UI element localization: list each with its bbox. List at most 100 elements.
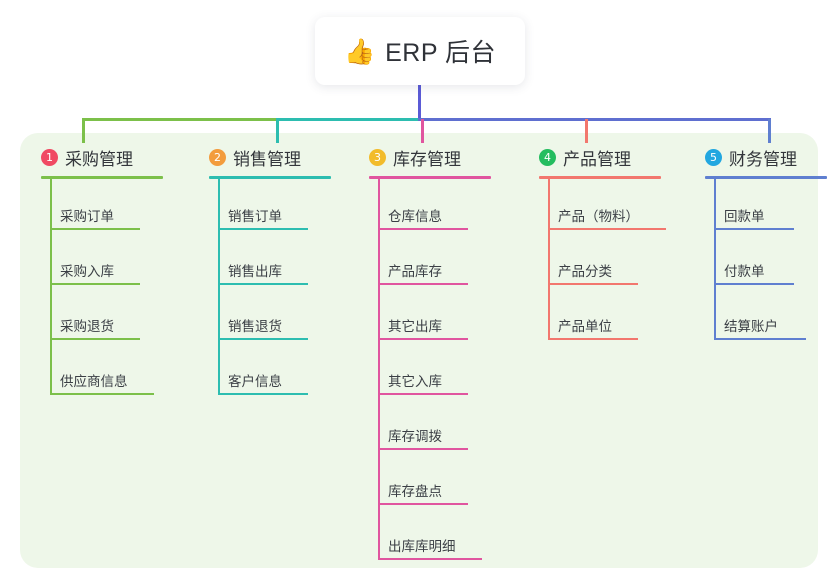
branch-item[interactable]: 结算账户	[692, 289, 839, 344]
branch-title: 销售管理	[233, 149, 301, 169]
branch-item-label: 出库库明细	[388, 539, 456, 554]
branch-item-rule	[714, 283, 794, 285]
branch-column-2: 2 销售管理销售订单销售出库销售退货客户信息	[196, 144, 356, 399]
branch-number-badge: 4	[539, 148, 556, 166]
branch-item-label: 回款单	[724, 209, 765, 224]
branch-item-label: 采购入库	[60, 264, 114, 279]
branch-header-5[interactable]: 5 财务管理	[692, 144, 839, 170]
branch-number-badge: 1	[41, 148, 58, 166]
branch-item[interactable]: 回款单	[692, 179, 839, 234]
diagram-background-panel	[20, 133, 818, 568]
branch-header-rule	[209, 176, 331, 179]
branch-title: 采购管理	[65, 149, 133, 169]
branch-spine	[218, 179, 220, 395]
branch-item-rule	[218, 338, 308, 340]
branch-item[interactable]: 产品（物料）	[526, 179, 696, 234]
branch-item-rule	[378, 338, 468, 340]
branch-item-rule	[218, 283, 308, 285]
branch-header-rule	[41, 176, 163, 179]
branch-header-rule	[705, 176, 827, 179]
branch-item-rule	[714, 228, 794, 230]
branch-item-label: 付款单	[724, 264, 765, 279]
branch-item-rule	[50, 393, 154, 395]
branch-header-rule	[539, 176, 661, 179]
branch-header-2[interactable]: 2 销售管理	[196, 144, 356, 170]
branch-column-1: 1 采购管理采购订单采购入库采购退货供应商信息	[28, 144, 188, 399]
branch-item[interactable]: 客户信息	[196, 344, 356, 399]
branch-item[interactable]: 采购入库	[28, 234, 188, 289]
branch-item-list: 采购订单采购入库采购退货供应商信息	[28, 179, 188, 399]
branch-item-label: 产品分类	[558, 264, 612, 279]
branch-item[interactable]: 其它入库	[356, 344, 526, 399]
branch-item-rule	[548, 283, 638, 285]
branch-header-4[interactable]: 4 产品管理	[526, 144, 696, 170]
branch-item-label: 库存盘点	[388, 484, 442, 499]
branch-item-label: 库存调拨	[388, 429, 442, 444]
branch-item-label: 其它入库	[388, 374, 442, 389]
root-node-title: ERP 后台	[385, 39, 497, 67]
branch-column-5: 5 财务管理回款单付款单结算账户	[692, 144, 839, 344]
root-node[interactable]: 👍 ERP 后台	[315, 17, 525, 85]
branch-item[interactable]: 产品库存	[356, 234, 526, 289]
branch-item-label: 产品库存	[388, 264, 442, 279]
branch-item-rule	[50, 228, 140, 230]
branch-item-rule	[548, 338, 638, 340]
branch-item[interactable]: 产品单位	[526, 289, 696, 344]
branch-item-rule	[378, 448, 468, 450]
thumbs-up-icon: 👍	[343, 36, 376, 66]
branch-item[interactable]: 仓库信息	[356, 179, 526, 234]
branch-item[interactable]: 采购退货	[28, 289, 188, 344]
branch-item[interactable]: 销售订单	[196, 179, 356, 234]
branch-item-label: 销售退货	[228, 319, 282, 334]
branch-item-rule	[50, 283, 140, 285]
branch-item[interactable]: 供应商信息	[28, 344, 188, 399]
branch-title: 库存管理	[393, 149, 461, 169]
branch-item[interactable]: 付款单	[692, 234, 839, 289]
branch-item-rule	[548, 228, 666, 230]
branch-item-label: 采购订单	[60, 209, 114, 224]
branch-spine	[378, 179, 380, 560]
branch-item-rule	[378, 558, 482, 560]
branch-item[interactable]: 出库库明细	[356, 509, 526, 564]
branch-item-label: 客户信息	[228, 374, 282, 389]
branch-item-label: 其它出库	[388, 319, 442, 334]
branch-column-3: 3 库存管理仓库信息产品库存其它出库其它入库库存调拨库存盘点出库库明细	[356, 144, 526, 564]
branch-item-rule	[714, 338, 806, 340]
branch-item[interactable]: 产品分类	[526, 234, 696, 289]
branch-spine	[548, 179, 550, 340]
branch-title: 产品管理	[563, 149, 631, 169]
branch-item-list: 销售订单销售出库销售退货客户信息	[196, 179, 356, 399]
branch-item-rule	[378, 503, 468, 505]
branch-header-rule	[369, 176, 491, 179]
branch-item-label: 采购退货	[60, 319, 114, 334]
branch-column-4: 4 产品管理产品（物料） 产品分类产品单位	[526, 144, 696, 344]
branch-item-rule	[50, 338, 140, 340]
branch-spine	[714, 179, 716, 340]
branch-number-badge: 3	[369, 148, 386, 166]
branch-item-label: 销售出库	[228, 264, 282, 279]
branch-item-list: 仓库信息产品库存其它出库其它入库库存调拨库存盘点出库库明细	[356, 179, 526, 564]
branch-item-label: 供应商信息	[60, 374, 128, 389]
branch-item[interactable]: 其它出库	[356, 289, 526, 344]
branch-item-list: 产品（物料） 产品分类产品单位	[526, 179, 696, 344]
branch-item[interactable]: 销售退货	[196, 289, 356, 344]
branch-item[interactable]: 采购订单	[28, 179, 188, 234]
branch-item-rule	[378, 228, 468, 230]
branch-item-label: 销售订单	[228, 209, 282, 224]
branch-header-3[interactable]: 3 库存管理	[356, 144, 526, 170]
branch-title: 财务管理	[729, 149, 797, 169]
branch-item-label: 结算账户	[724, 319, 778, 334]
branch-item-label: 产品（物料）	[558, 209, 639, 224]
branch-number-badge: 5	[705, 148, 722, 166]
branch-item-rule	[218, 393, 308, 395]
branch-item[interactable]: 库存调拨	[356, 399, 526, 454]
branch-item-rule	[218, 228, 308, 230]
branch-item-label: 仓库信息	[388, 209, 442, 224]
branch-spine	[50, 179, 52, 395]
branch-item[interactable]: 库存盘点	[356, 454, 526, 509]
branch-number-badge: 2	[209, 148, 226, 166]
branch-item-rule	[378, 283, 468, 285]
branch-item[interactable]: 销售出库	[196, 234, 356, 289]
branch-header-1[interactable]: 1 采购管理	[28, 144, 188, 170]
